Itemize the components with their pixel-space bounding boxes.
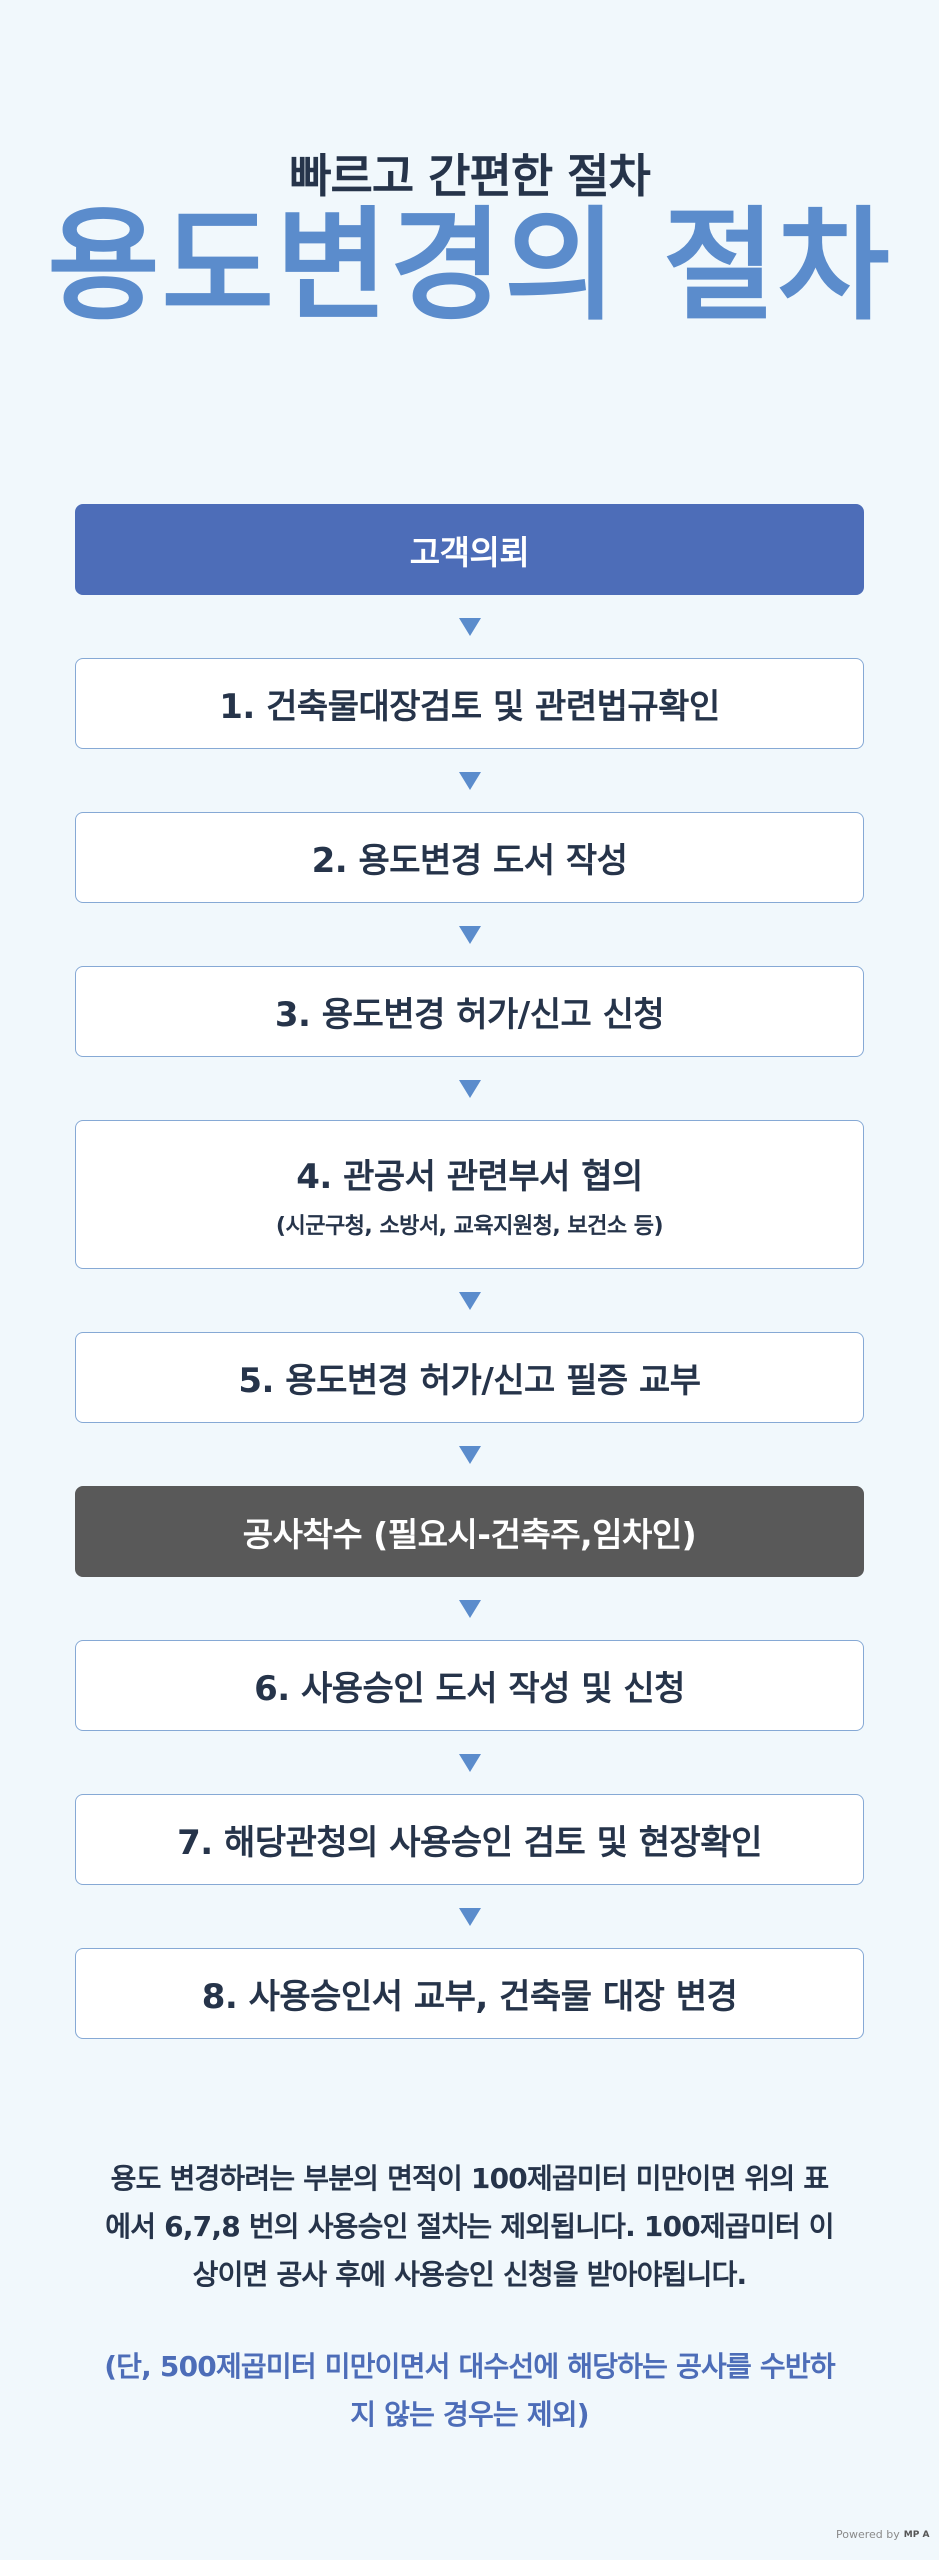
step-8: 8. 사용승인서 교부, 건축물 대장 변경 bbox=[75, 1948, 864, 2039]
down-arrow-icon bbox=[75, 595, 864, 658]
note-line: 상이면 공사 후에 사용승인 신청을 받아야됩니다. bbox=[192, 2258, 748, 2291]
step-6: 6. 사용승인 도서 작성 및 신청 bbox=[75, 1640, 864, 1731]
step-label: 4. 관공서 관련부서 협의 bbox=[296, 1157, 643, 1197]
step-label: 8. 사용승인서 교부, 건축물 대장 변경 bbox=[201, 1977, 738, 2017]
exception-line: 지 않는 경우는 제외) bbox=[350, 2398, 589, 2431]
down-arrow-icon bbox=[75, 1577, 864, 1640]
note-line: 용도 변경하려는 부분의 면적이 100제곱미터 미만이면 위의 표 bbox=[110, 2162, 830, 2195]
step-construction-start: 공사착수 (필요시-건축주,임차인) bbox=[75, 1486, 864, 1577]
down-arrow-icon bbox=[75, 1269, 864, 1332]
step-label: 6. 사용승인 도서 작성 및 신청 bbox=[254, 1669, 685, 1709]
step-label: 고객의뢰 bbox=[409, 532, 530, 572]
procedure-flow: 고객의뢰 1. 건축물대장검토 및 관련법규확인 2. 용도변경 도서 작성 3… bbox=[75, 504, 864, 2039]
step-7: 7. 해당관청의 사용승인 검토 및 현장확인 bbox=[75, 1794, 864, 1885]
step-label: 3. 용도변경 허가/신고 신청 bbox=[274, 995, 665, 1035]
area-note: 용도 변경하려는 부분의 면적이 100제곱미터 미만이면 위의 표 에서 6,… bbox=[70, 2155, 869, 2299]
step-3: 3. 용도변경 허가/신고 신청 bbox=[75, 966, 864, 1057]
step-1: 1. 건축물대장검토 및 관련법규확인 bbox=[75, 658, 864, 749]
step-customer-request: 고객의뢰 bbox=[75, 504, 864, 595]
brand-logo-icon: MP A bbox=[903, 2529, 930, 2540]
down-arrow-icon bbox=[75, 1885, 864, 1948]
note-line: 에서 6,7,8 번의 사용승인 절차는 제외됩니다. 100제곱미터 이 bbox=[105, 2210, 834, 2243]
step-2: 2. 용도변경 도서 작성 bbox=[75, 812, 864, 903]
step-label: 공사착수 (필요시-건축주,임차인) bbox=[242, 1514, 697, 1554]
down-arrow-icon bbox=[75, 903, 864, 966]
page-title: 용도변경의 절차 bbox=[47, 195, 892, 337]
step-4: 4. 관공서 관련부서 협의 (시군구청, 소방서, 교육지원청, 보건소 등) bbox=[75, 1120, 864, 1269]
exception-line: (단, 500제곱미터 미만이면서 대수선에 해당하는 공사를 수반하 bbox=[104, 2350, 835, 2383]
page-subtitle: 빠르고 간편한 절차 bbox=[289, 149, 651, 203]
step-label: 7. 해당관청의 사용승인 검토 및 현장확인 bbox=[177, 1823, 762, 1863]
step-label: 2. 용도변경 도서 작성 bbox=[311, 841, 628, 881]
step-sublabel: (시군구청, 소방서, 교육지원청, 보건소 등) bbox=[275, 1214, 664, 1239]
step-label: 1. 건축물대장검토 및 관련법규확인 bbox=[219, 687, 720, 727]
down-arrow-icon bbox=[75, 1731, 864, 1794]
exception-note: (단, 500제곱미터 미만이면서 대수선에 해당하는 공사를 수반하 지 않는… bbox=[70, 2343, 869, 2439]
step-5: 5. 용도변경 허가/신고 필증 교부 bbox=[75, 1332, 864, 1423]
powered-by-footer: Powered by MP A bbox=[836, 2528, 929, 2541]
down-arrow-icon bbox=[75, 1057, 864, 1120]
down-arrow-icon bbox=[75, 749, 864, 812]
down-arrow-icon bbox=[75, 1423, 864, 1486]
powered-by-label: Powered by bbox=[836, 2528, 900, 2541]
step-label: 5. 용도변경 허가/신고 필증 교부 bbox=[238, 1361, 701, 1401]
